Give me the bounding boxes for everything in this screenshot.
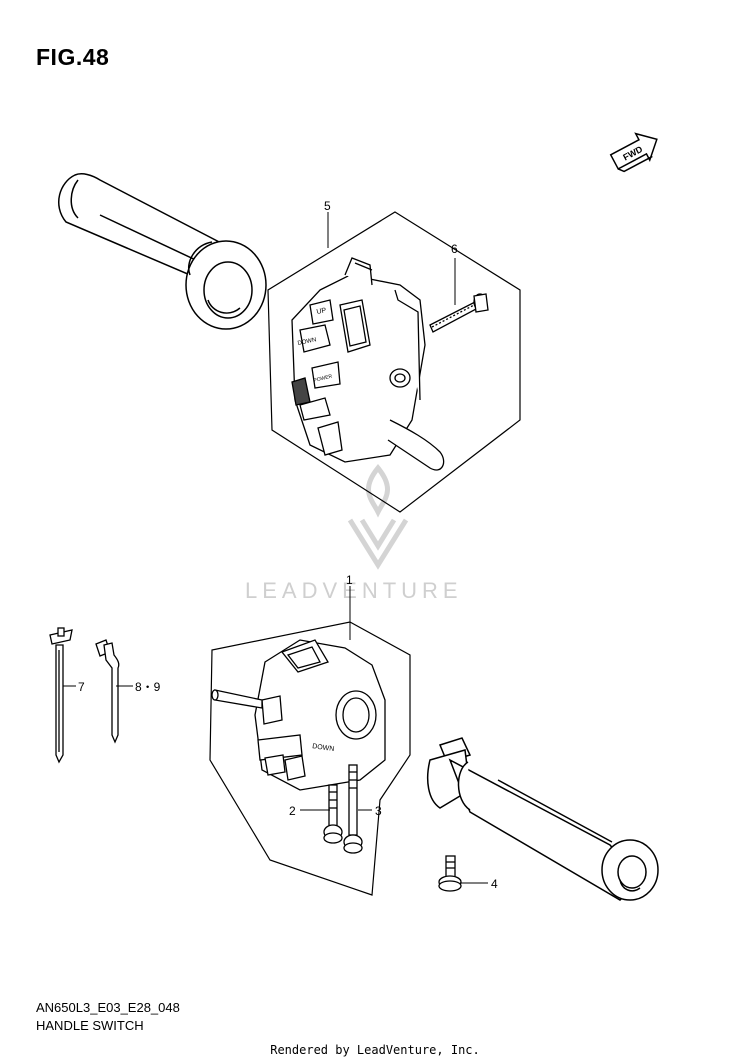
screw-part-4 — [438, 855, 462, 892]
leader-lines-top — [327, 212, 456, 305]
footer-credit: Rendered by LeadVenture, Inc. — [270, 1043, 480, 1057]
model-code: AN650L3_E03_E28_048 — [36, 1000, 180, 1015]
switch-down-label: DOWN — [297, 337, 317, 347]
cable-tie-part-7 — [49, 627, 73, 764]
watermark-text: LEADVENTURE — [245, 578, 463, 603]
callout-2: 2 — [289, 804, 296, 818]
left-handle-grip — [57, 173, 267, 330]
leader-lines-bottom — [63, 586, 488, 884]
figure-name: HANDLE SWITCH — [36, 1018, 144, 1033]
watermark-logo — [347, 464, 409, 570]
callout-7: 7 — [78, 680, 85, 694]
callout-3: 3 — [375, 804, 382, 818]
callout-5: 5 — [324, 199, 331, 213]
figure-title: FIG.48 — [36, 44, 110, 70]
callout-6: 6 — [451, 242, 458, 256]
left-handle-switch-assembly — [291, 257, 445, 471]
callout-4: 4 — [491, 877, 498, 891]
callout-1: 1 — [346, 573, 353, 587]
part-5-outline — [267, 211, 521, 513]
fwd-arrow-icon: FWD — [609, 132, 658, 173]
part-1-outline — [209, 621, 411, 896]
right-throttle-grip — [427, 737, 659, 901]
screw-part-2 — [323, 784, 343, 844]
callout-8-9: 8・9 — [135, 680, 161, 694]
screw-part-3 — [343, 764, 363, 854]
switch-up-label: UP — [316, 307, 327, 316]
switch-power-label: POWER — [313, 373, 333, 383]
switch-down-right-label: DOWN — [312, 743, 335, 753]
right-handle-switch-assembly — [211, 639, 386, 791]
clamp-part-8-9 — [95, 639, 120, 744]
screw-part-6 — [429, 293, 489, 333]
